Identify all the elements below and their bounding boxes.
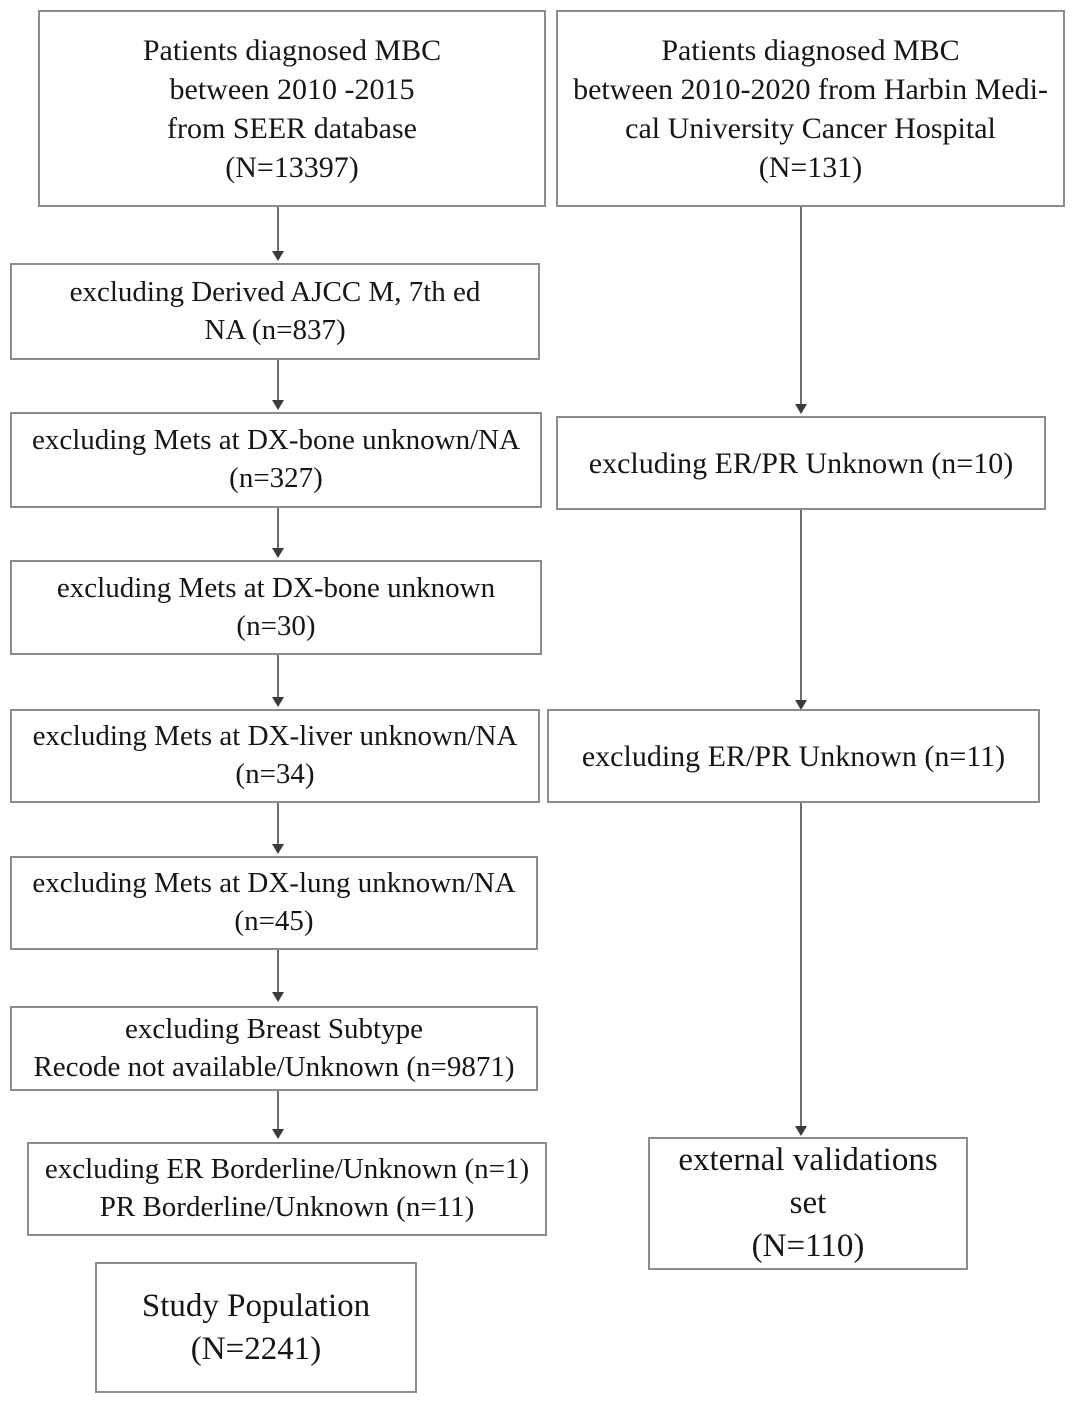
node-exclude-subtype-recode-text: excluding Breast Subtype Recode not avai… bbox=[33, 1012, 515, 1083]
connector-erpr11-to-external bbox=[800, 803, 802, 1130]
node-exclude-bone-unknown: excluding Mets at DX-bone unknown (n=30) bbox=[10, 560, 542, 655]
arrowhead-erpr10-to-erpr11 bbox=[795, 700, 807, 710]
connector-subtype-to-borderline bbox=[277, 1091, 279, 1132]
arrowhead-liver-to-lung bbox=[272, 844, 284, 854]
arrowhead-subtype-to-borderline bbox=[272, 1129, 284, 1139]
arrowhead-bone-na-to-bone bbox=[272, 548, 284, 558]
connector-lung-to-subtype bbox=[277, 950, 279, 994]
node-exclude-bone-unknown-text: excluding Mets at DX-bone unknown (n=30) bbox=[56, 571, 496, 642]
node-harbin-source: Patients diagnosed MBC between 2010-2020… bbox=[556, 10, 1065, 207]
node-exclude-erpr-unknown-10-text: excluding ER/PR Unknown (n=10) bbox=[588, 446, 1014, 480]
node-exclude-liver-unknown-na-text: excluding Mets at DX-liver unknown/NA (n… bbox=[32, 720, 518, 790]
arrowhead-harbin-to-erpr10 bbox=[795, 404, 807, 414]
node-exclude-erpr-unknown-10: excluding ER/PR Unknown (n=10) bbox=[556, 416, 1046, 510]
node-external-validation-text: external validations set (N=110) bbox=[678, 1142, 938, 1264]
arrowhead-bone-to-liver bbox=[272, 697, 284, 707]
node-exclude-liver-unknown-na: excluding Mets at DX-liver unknown/NA (n… bbox=[10, 709, 540, 803]
node-exclude-ajcc: excluding Derived AJCC M, 7th ed NA (n=8… bbox=[10, 263, 540, 360]
connector-harbin-to-erpr10 bbox=[800, 207, 802, 407]
arrowhead-lung-to-subtype bbox=[272, 992, 284, 1002]
node-exclude-lung-unknown-na: excluding Mets at DX-lung unknown/NA (n=… bbox=[10, 856, 538, 950]
node-exclude-lung-unknown-na-text: excluding Mets at DX-lung unknown/NA (n=… bbox=[32, 867, 516, 937]
connector-seer-to-ajcc bbox=[277, 207, 279, 253]
arrowhead-seer-to-ajcc bbox=[272, 251, 284, 261]
node-external-validation: external validations set (N=110) bbox=[648, 1137, 968, 1270]
node-seer-source-text: Patients diagnosed MBC between 2010 -201… bbox=[142, 33, 442, 184]
node-exclude-er-pr-borderline: excluding ER Borderline/Unknown (n=1) PR… bbox=[27, 1142, 547, 1236]
node-exclude-erpr-unknown-11: excluding ER/PR Unknown (n=11) bbox=[547, 709, 1040, 803]
node-harbin-source-text: Patients diagnosed MBC between 2010-2020… bbox=[573, 33, 1048, 184]
arrowhead-erpr11-to-external bbox=[795, 1126, 807, 1136]
arrowhead-ajcc-to-bone-na bbox=[272, 400, 284, 410]
node-study-population: Study Population (N=2241) bbox=[95, 1262, 417, 1393]
connector-ajcc-to-bone-na bbox=[277, 360, 279, 402]
connector-erpr10-to-erpr11 bbox=[800, 510, 802, 705]
node-exclude-ajcc-text: excluding Derived AJCC M, 7th ed NA (n=8… bbox=[69, 275, 481, 346]
node-exclude-bone-unknown-na-text: excluding Mets at DX-bone unknown/NA (n=… bbox=[31, 424, 521, 494]
connector-liver-to-lung bbox=[277, 803, 279, 846]
node-seer-source: Patients diagnosed MBC between 2010 -201… bbox=[38, 10, 546, 207]
node-exclude-er-pr-borderline-text: excluding ER Borderline/Unknown (n=1) PR… bbox=[44, 1153, 530, 1223]
node-study-population-text: Study Population (N=2241) bbox=[141, 1287, 371, 1367]
node-exclude-erpr-unknown-11-text: excluding ER/PR Unknown (n=11) bbox=[581, 739, 1006, 773]
node-exclude-bone-unknown-na: excluding Mets at DX-bone unknown/NA (n=… bbox=[10, 412, 542, 508]
node-exclude-subtype-recode: excluding Breast Subtype Recode not avai… bbox=[10, 1006, 538, 1091]
connector-bone-to-liver bbox=[277, 655, 279, 699]
connector-bone-na-to-bone bbox=[277, 508, 279, 550]
